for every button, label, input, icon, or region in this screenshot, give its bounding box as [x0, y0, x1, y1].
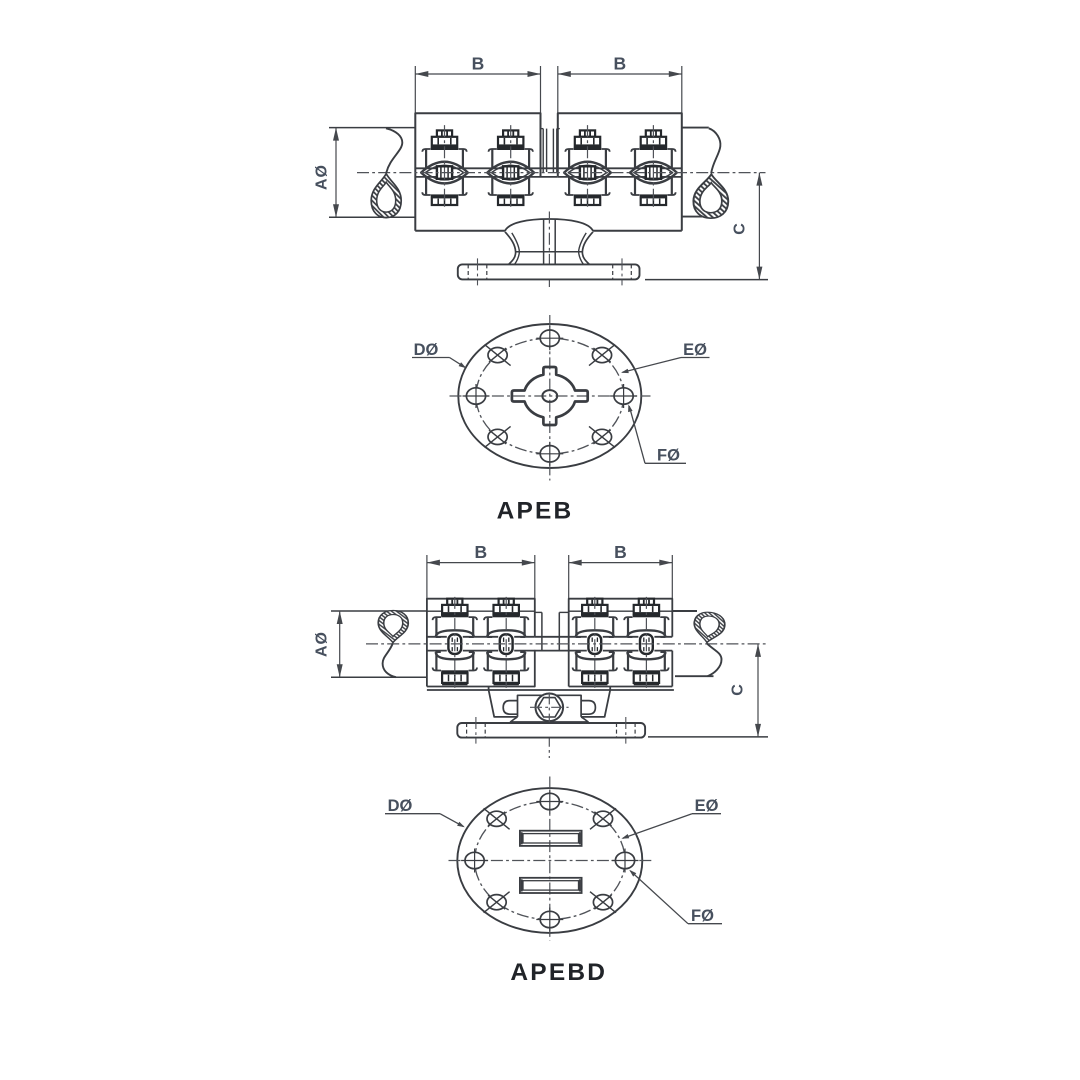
svg-text:DØ: DØ	[388, 797, 413, 815]
svg-text:EØ: EØ	[683, 341, 707, 359]
svg-text:FØ: FØ	[657, 447, 680, 465]
svg-text:B: B	[475, 542, 488, 562]
svg-text:C: C	[732, 223, 749, 235]
svg-text:APEB: APEB	[497, 497, 574, 524]
svg-text:AØ: AØ	[314, 164, 331, 190]
svg-text:FØ: FØ	[691, 907, 714, 925]
svg-text:B: B	[613, 54, 626, 74]
svg-text:APEBD: APEBD	[510, 959, 607, 986]
svg-text:C: C	[730, 684, 747, 696]
svg-text:EØ: EØ	[695, 797, 719, 815]
svg-text:DØ: DØ	[414, 341, 439, 359]
svg-text:B: B	[472, 54, 485, 74]
svg-text:AØ: AØ	[314, 631, 331, 657]
svg-text:B: B	[614, 542, 627, 562]
